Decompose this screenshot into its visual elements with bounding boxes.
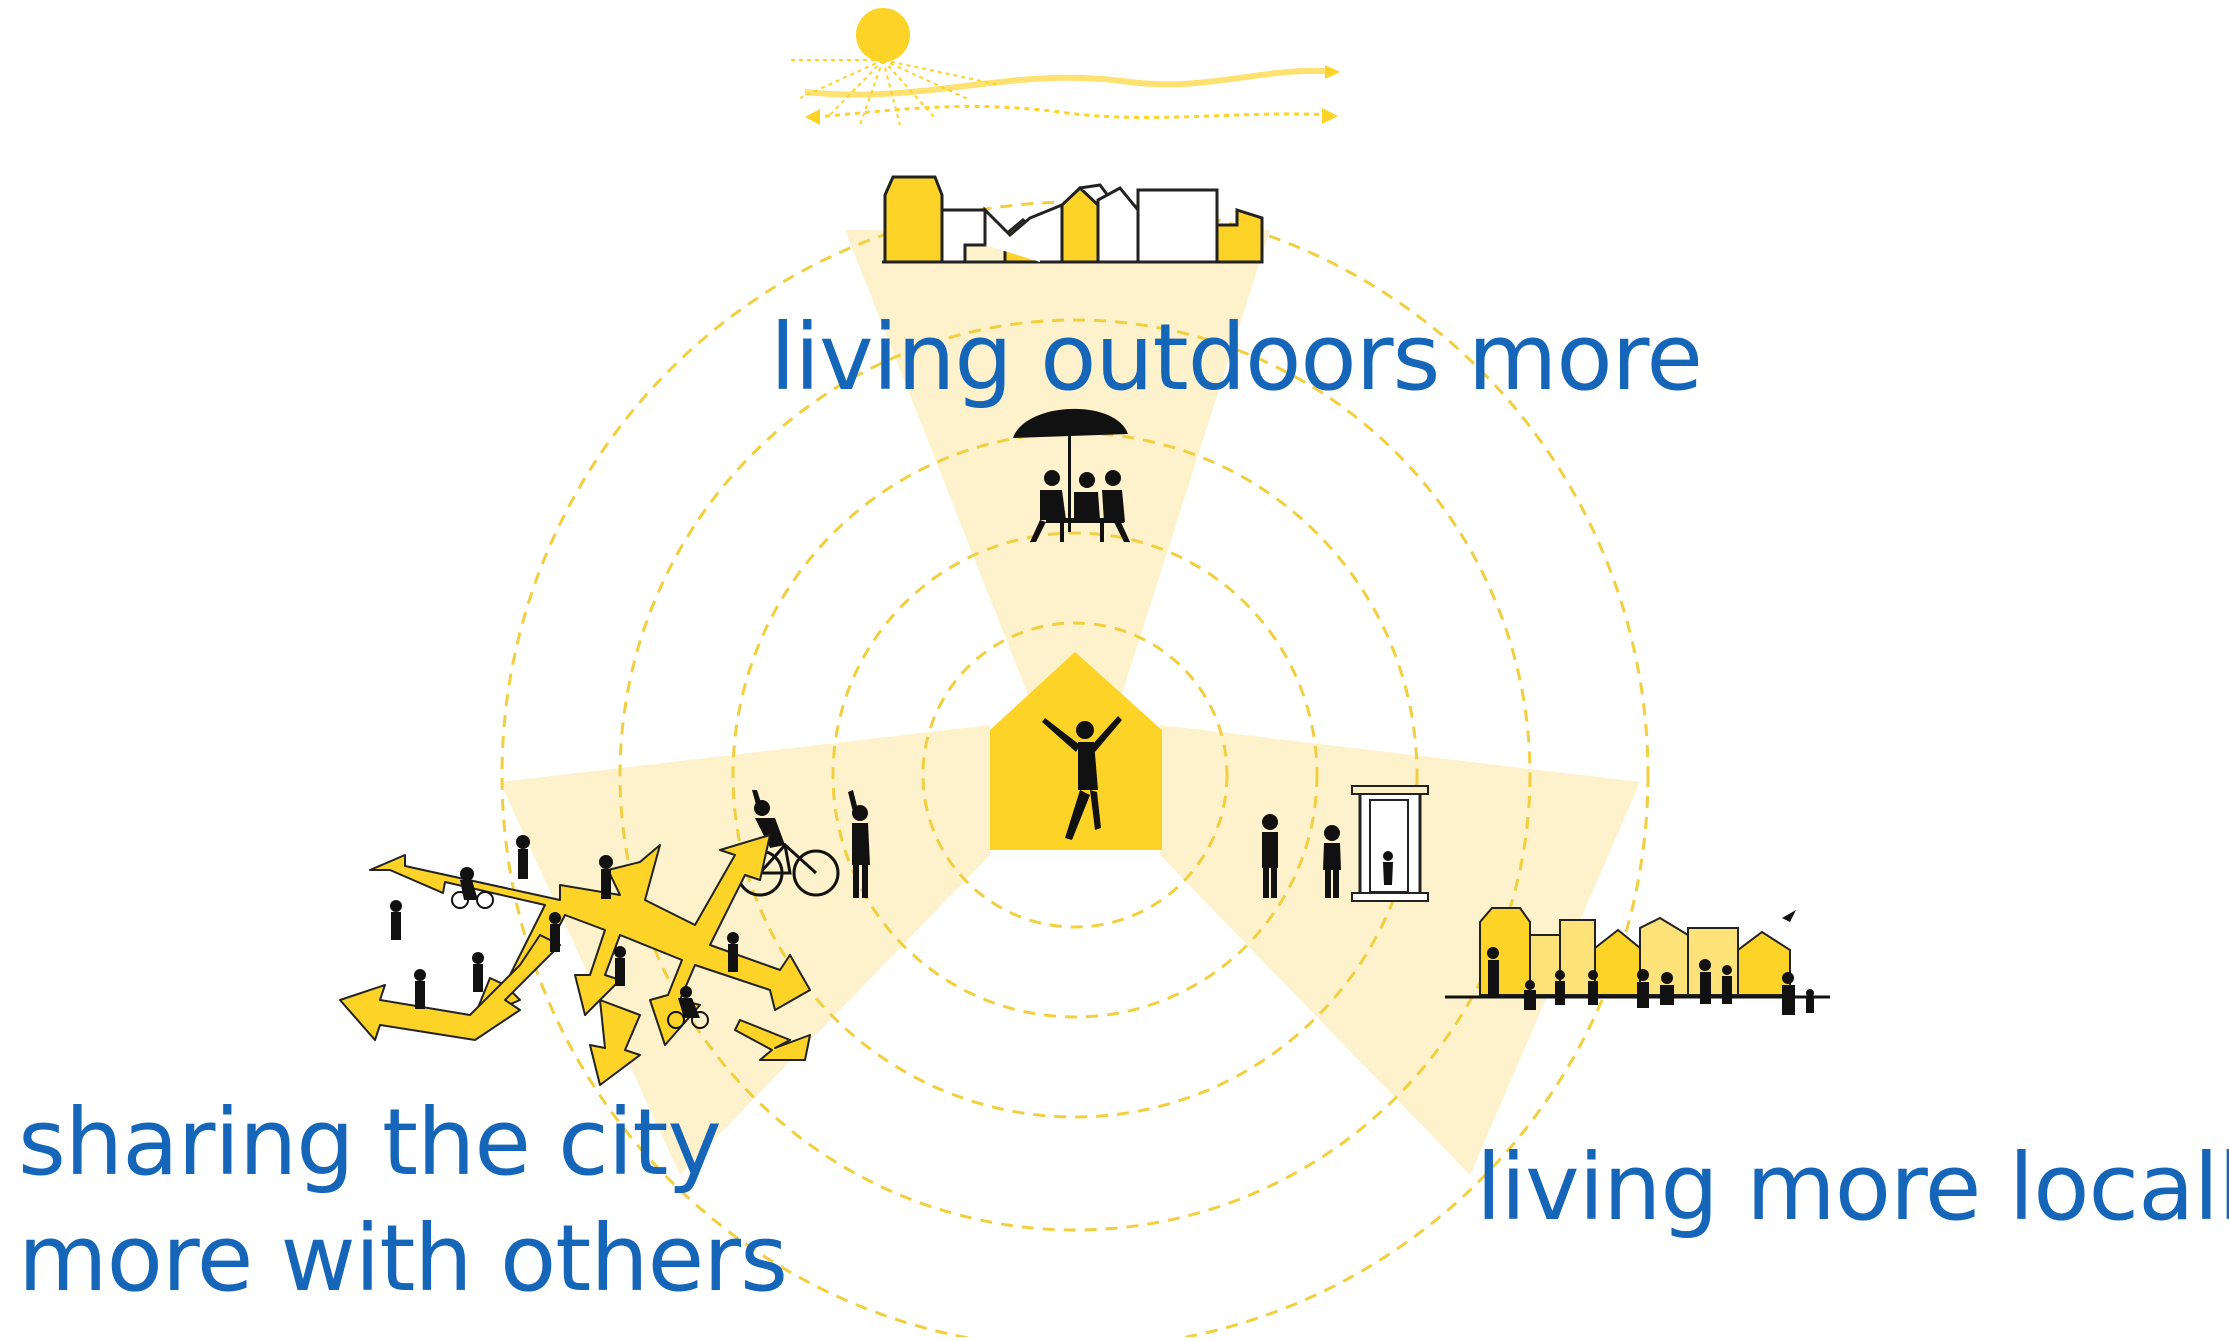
label-living-locally: living more locally	[1476, 1134, 2229, 1241]
rooftop-skyline-icon	[882, 175, 1264, 264]
ring-4	[618, 318, 1532, 1232]
door-icon	[1351, 785, 1429, 902]
person-icon	[848, 790, 870, 898]
crossroad-arrows-icon	[339, 834, 811, 1086]
ring-3	[731, 431, 1419, 1119]
beam-up	[845, 230, 1270, 700]
label-living-outdoors: living outdoors more	[770, 304, 1703, 411]
cafe-umbrella-icon	[1013, 408, 1130, 542]
house-person-icon	[990, 652, 1162, 850]
sun-icon	[790, 8, 1001, 126]
people-icon	[1262, 814, 1341, 898]
label-sharing-line-1: sharing the city	[18, 1089, 722, 1196]
wind-icon	[804, 65, 1340, 125]
label-sharing-the-city: sharing the city more with others	[18, 1085, 788, 1317]
beam-right	[1160, 725, 1640, 1175]
ring-2	[831, 531, 1319, 1019]
ring-1	[921, 621, 1229, 929]
village-street-icon	[1445, 907, 1830, 1015]
label-sharing-line-2: more with others	[18, 1205, 788, 1312]
